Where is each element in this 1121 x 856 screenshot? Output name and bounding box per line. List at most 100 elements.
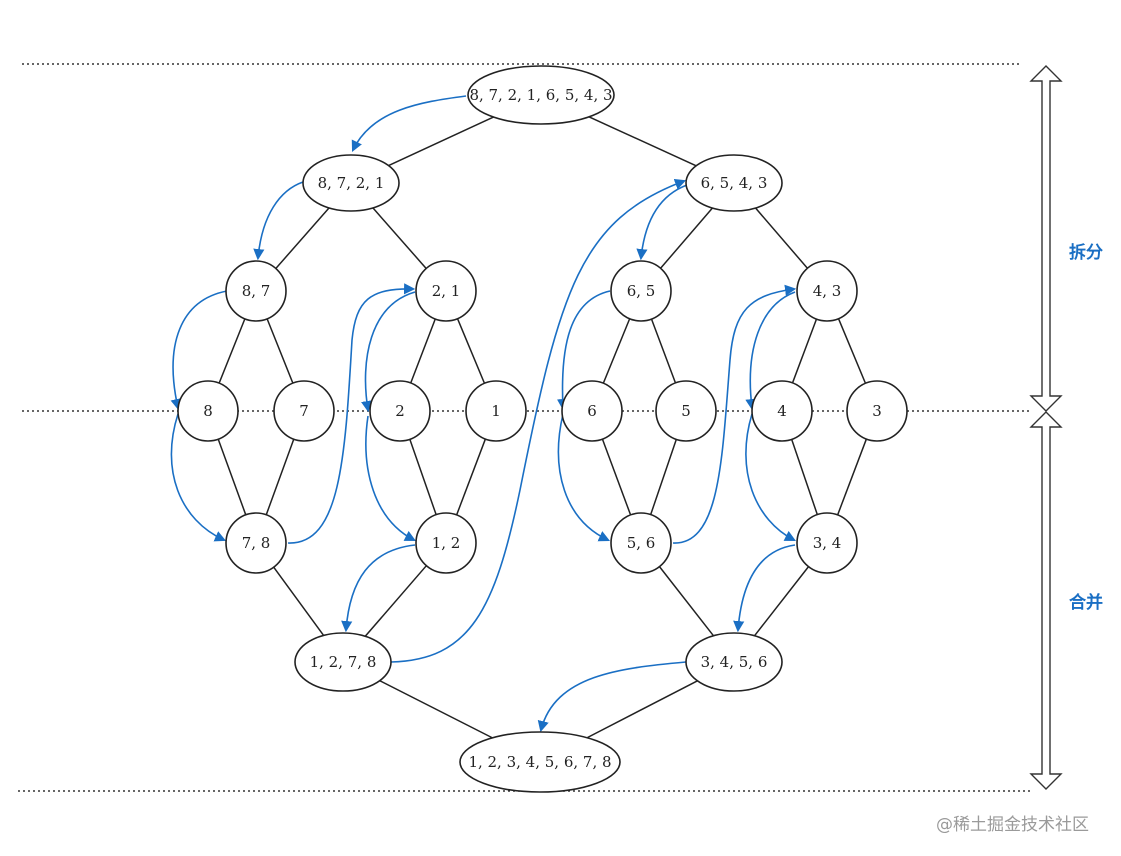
flow-arrow-6 <box>361 291 416 413</box>
edge-mL-result <box>379 679 493 739</box>
node-label: 8, 7, 2, 1 <box>318 174 385 192</box>
node-label: 1, 2, 3, 4, 5, 6, 7, 8 <box>468 753 611 771</box>
node-label: 8 <box>203 402 213 420</box>
edge-R-R1 <box>660 207 714 269</box>
edge-n4-m34 <box>790 439 819 515</box>
edge-R1-n6 <box>602 318 631 384</box>
node-n4: 4 <box>751 380 813 442</box>
node-label: 1 <box>491 402 501 420</box>
node-label: 3, 4 <box>813 534 842 552</box>
edge-n1-m12 <box>455 438 487 516</box>
edge-n3-m34 <box>836 438 868 516</box>
node-shape <box>415 512 477 574</box>
node-m56: 5, 6 <box>610 512 672 574</box>
edge-n5-m56 <box>649 439 678 515</box>
node-shape <box>459 731 621 793</box>
node-shape <box>177 380 239 442</box>
node-label: 4, 3 <box>813 282 842 300</box>
node-label: 2, 1 <box>432 282 461 300</box>
node-label: 7 <box>299 402 309 420</box>
node-mR: 3, 4, 5, 6 <box>685 632 783 692</box>
edge-R-R2 <box>754 207 808 269</box>
node-shape <box>561 380 623 442</box>
node-L1: 8, 7 <box>225 260 287 322</box>
merge-phase-double-arrow <box>1029 411 1063 790</box>
node-label: 4 <box>777 402 787 420</box>
node-m34: 3, 4 <box>796 512 858 574</box>
flow-arrow-14 <box>745 291 796 411</box>
node-n6: 6 <box>561 380 623 442</box>
edge-m78-mL <box>273 566 325 636</box>
edge-m12-mL <box>364 565 427 637</box>
flow-arrows <box>170 95 797 733</box>
node-L: 8, 7, 2, 1 <box>302 154 400 212</box>
flow-arrow-9 <box>390 178 687 663</box>
edge-R2-n4 <box>791 318 818 384</box>
edge-L-L2 <box>372 207 427 269</box>
flow-arrow-16 <box>733 544 796 633</box>
node-label: 6, 5 <box>627 282 656 300</box>
edge-mR-result <box>586 680 698 739</box>
node-root: 8, 7, 2, 1, 6, 5, 4, 3 <box>467 65 615 125</box>
node-m78: 7, 8 <box>225 512 287 574</box>
flow-arrow-17 <box>537 661 687 733</box>
node-shape <box>225 512 287 574</box>
node-n2: 2 <box>369 380 431 442</box>
node-shape <box>655 380 717 442</box>
edge-L-L1 <box>275 207 330 269</box>
flow-arrow-10 <box>636 184 688 261</box>
flow-arrow-15 <box>745 413 796 542</box>
node-L2: 2, 1 <box>415 260 477 322</box>
node-label: 5 <box>681 402 691 420</box>
node-label: 3, 4, 5, 6 <box>701 653 768 671</box>
node-n3: 3 <box>846 380 908 442</box>
flow-arrow-12 <box>557 413 611 542</box>
node-label: 3 <box>872 402 882 420</box>
node-n7: 7 <box>273 380 335 442</box>
merge-phase-label: 合并 <box>1069 592 1103 613</box>
node-shape <box>225 260 287 322</box>
node-label: 1, 2, 7, 8 <box>310 653 377 671</box>
edge-m34-mR <box>753 566 810 637</box>
flow-arrow-2 <box>253 181 304 261</box>
node-R: 6, 5, 4, 3 <box>685 154 783 212</box>
edge-m56-mR <box>658 566 715 637</box>
node-n8: 8 <box>177 380 239 442</box>
node-shape <box>415 260 477 322</box>
flow-arrow-11 <box>556 290 611 411</box>
node-shape <box>294 632 392 692</box>
split-phase-label: 拆分 <box>1069 242 1103 263</box>
edge-root-L <box>388 116 494 167</box>
edge-root-R <box>588 116 697 167</box>
node-shape <box>796 260 858 322</box>
node-shape <box>465 380 527 442</box>
node-label: 5, 6 <box>627 534 656 552</box>
node-label: 6 <box>587 402 597 420</box>
node-shape <box>369 380 431 442</box>
edge-R2-n3 <box>837 318 867 384</box>
node-shape <box>467 65 615 125</box>
node-result: 1, 2, 3, 4, 5, 6, 7, 8 <box>459 731 621 793</box>
node-label: 2 <box>395 402 405 420</box>
edge-R1-n5 <box>650 318 677 384</box>
node-label: 1, 2 <box>432 534 461 552</box>
flow-arrow-3 <box>170 290 228 411</box>
edge-n7-m78 <box>265 438 295 516</box>
node-label: 8, 7 <box>242 282 271 300</box>
node-label: 8, 7, 2, 1, 6, 5, 4, 3 <box>469 86 612 104</box>
node-shape <box>685 154 783 212</box>
edge-n6-m56 <box>601 438 632 516</box>
node-shape <box>846 380 908 442</box>
node-shape <box>685 632 783 692</box>
flow-arrow-5 <box>287 283 416 544</box>
watermark: @稀土掘金技术社区 <box>936 815 1089 835</box>
node-shape <box>273 380 335 442</box>
flow-arrow-4 <box>170 413 227 542</box>
node-shape <box>610 260 672 322</box>
node-shape <box>610 512 672 574</box>
node-shape <box>751 380 813 442</box>
edge-L1-n8 <box>218 318 246 384</box>
edge-n8-m78 <box>217 438 247 516</box>
node-n1: 1 <box>465 380 527 442</box>
